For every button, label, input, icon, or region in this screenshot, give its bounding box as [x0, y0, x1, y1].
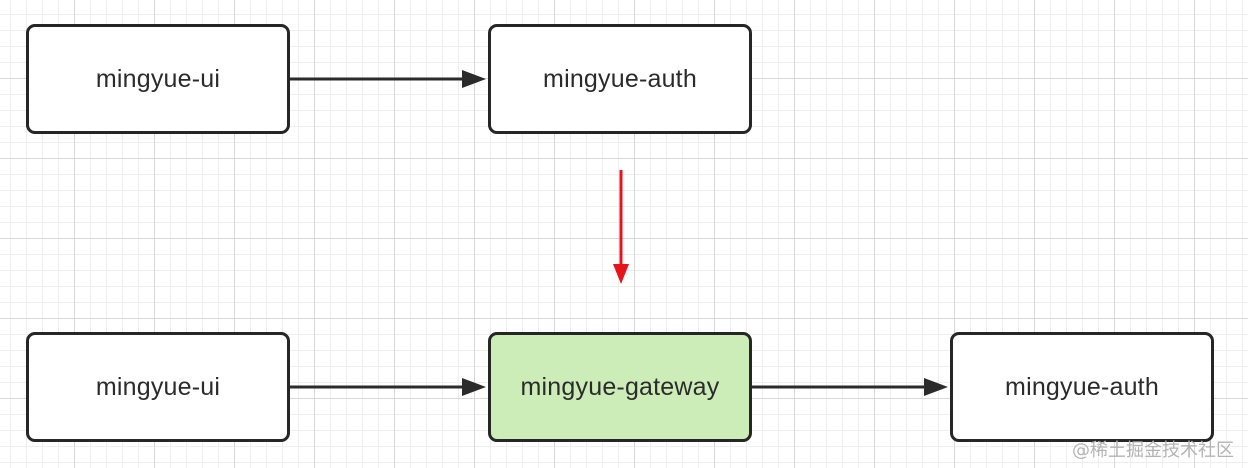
- node-label: mingyue-gateway: [520, 372, 720, 401]
- node-label: mingyue-ui: [95, 64, 221, 93]
- arrowhead-icon: [924, 378, 948, 396]
- edge-ui-to-gateway: [290, 378, 486, 396]
- node-mingyue-auth-bottom[interactable]: mingyue-auth: [950, 332, 1214, 442]
- node-mingyue-gateway[interactable]: mingyue-gateway: [488, 332, 752, 442]
- arrowhead-icon: [462, 378, 486, 396]
- arrowhead-icon: [613, 264, 629, 284]
- node-label: mingyue-auth: [543, 64, 697, 93]
- node-label: mingyue-auth: [1005, 372, 1159, 401]
- node-mingyue-ui-top[interactable]: mingyue-ui: [26, 24, 290, 134]
- watermark-text: @稀土掘金技术社区: [1072, 440, 1234, 461]
- edge-ui-to-auth-top: [290, 70, 486, 88]
- transition-arrow-down: [613, 170, 629, 284]
- node-mingyue-auth-top[interactable]: mingyue-auth: [488, 24, 752, 134]
- node-label: mingyue-ui: [95, 372, 221, 401]
- node-mingyue-ui-bottom[interactable]: mingyue-ui: [26, 332, 290, 442]
- edge-gateway-to-auth: [752, 378, 948, 396]
- arrowhead-icon: [462, 70, 486, 88]
